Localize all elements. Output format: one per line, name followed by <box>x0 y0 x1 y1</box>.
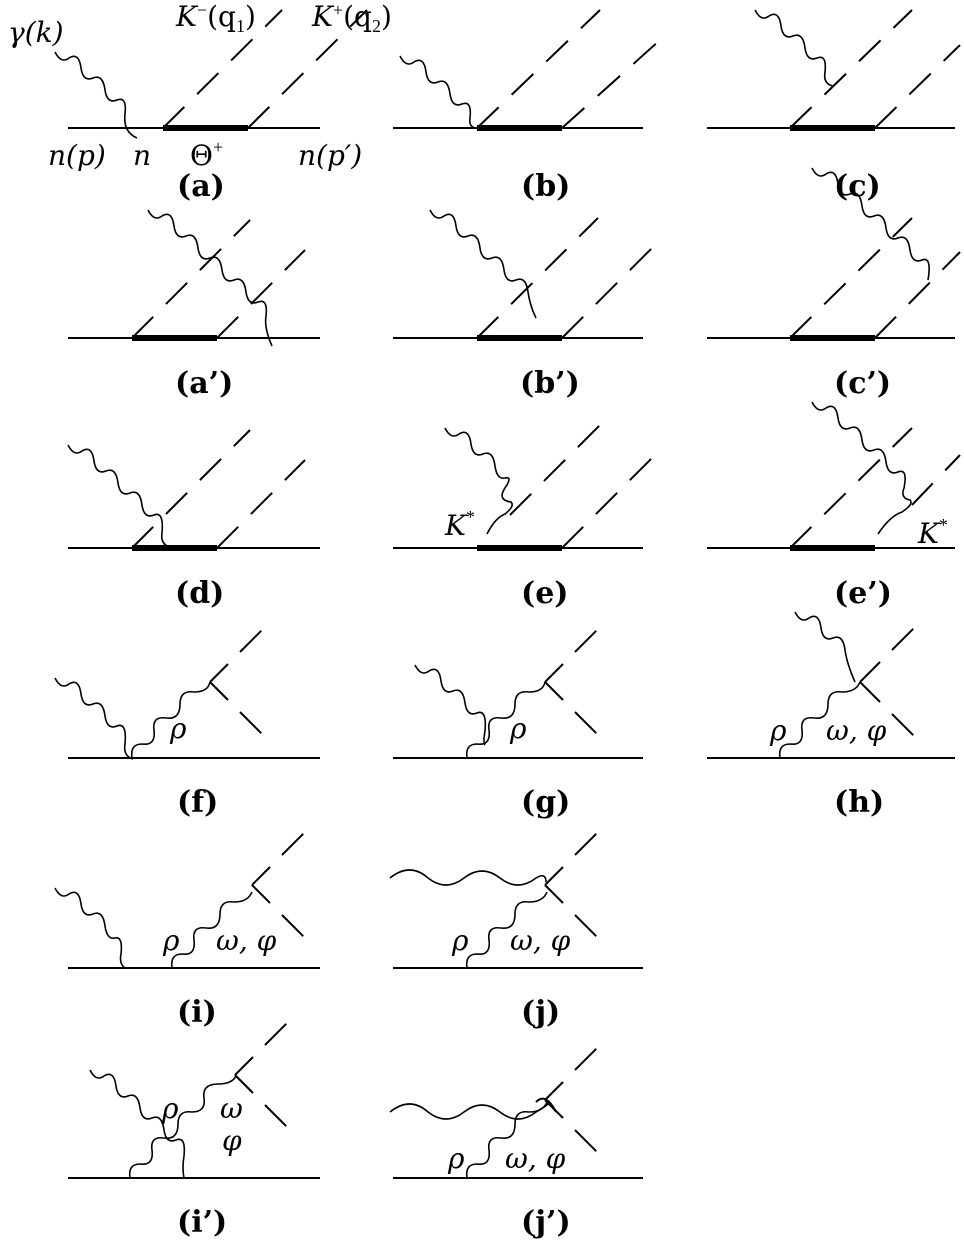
label-omega-phi-i: ω, φ <box>216 924 277 957</box>
label-n: n <box>133 139 151 172</box>
diagram-e <box>393 419 661 551</box>
label-phi-i-prime: φ <box>222 1124 242 1157</box>
label-gamma: γ(k) <box>8 16 64 49</box>
kminus-line <box>162 9 283 129</box>
label-rho-j: ρ <box>451 924 469 957</box>
caption-c-prime: (c’) <box>834 366 891 401</box>
label-rho-i: ρ <box>162 924 180 957</box>
diagram-i <box>54 829 320 969</box>
diagram-i-prime <box>68 1019 320 1179</box>
caption-b-prime: (b’) <box>520 366 580 401</box>
caption-e: (e) <box>521 576 568 611</box>
caption-a: (a) <box>177 169 225 204</box>
diagram-g <box>393 626 643 759</box>
label-kminus: K−(q1) <box>175 0 256 36</box>
diagram-a <box>54 9 368 139</box>
label-theta: Θ+ <box>190 137 223 172</box>
label-rho-f: ρ <box>169 712 187 745</box>
label-n-p: n(p) <box>48 139 106 172</box>
label-omega-phi-j: ω, φ <box>510 924 571 957</box>
diagram-j-prime <box>389 1044 643 1179</box>
diagram-e-prime <box>707 401 961 551</box>
label-rho-g: ρ <box>509 712 527 745</box>
diagram-b-prime <box>393 209 656 341</box>
caption-c: (c) <box>834 169 881 204</box>
caption-i-prime: (i’) <box>177 1205 227 1240</box>
label-rho-h: ρ <box>769 714 787 747</box>
photon-line <box>54 51 138 139</box>
caption-d: (d) <box>175 576 224 611</box>
diagram-b <box>393 9 661 131</box>
label-n-pprime: n(p′) <box>298 139 362 172</box>
label-omega-phi-j-prime: ω, φ <box>505 1142 566 1175</box>
caption-i: (i) <box>177 995 217 1030</box>
caption-a-prime: (a’) <box>175 366 233 401</box>
label-rho-i-prime: ρ <box>161 1092 179 1125</box>
caption-j-prime: (j’) <box>521 1205 571 1240</box>
diagram-c <box>707 9 961 131</box>
diagram-h <box>707 611 955 759</box>
caption-e-prime: (e’) <box>834 576 892 611</box>
kplus-line <box>247 9 368 129</box>
diagram-a-prime <box>68 209 320 347</box>
label-kplus: K+(q2) <box>311 0 392 36</box>
diagram-j <box>389 829 643 969</box>
diagram-f <box>54 626 320 760</box>
diagram-d <box>67 429 320 551</box>
caption-h: (h) <box>834 785 884 820</box>
caption-j: (j) <box>521 995 560 1030</box>
label-kstar-e-prime: K* <box>917 515 948 550</box>
label-rho-j-prime: ρ <box>447 1142 465 1175</box>
caption-f: (f) <box>177 785 218 820</box>
label-kstar-e: K* <box>444 507 475 542</box>
diagram-c-prime <box>707 167 961 341</box>
label-omega-phi-h: ω, φ <box>826 714 887 747</box>
label-omega-i-prime: ω <box>220 1092 243 1125</box>
caption-b: (b) <box>521 169 570 204</box>
caption-g: (g) <box>521 785 570 820</box>
